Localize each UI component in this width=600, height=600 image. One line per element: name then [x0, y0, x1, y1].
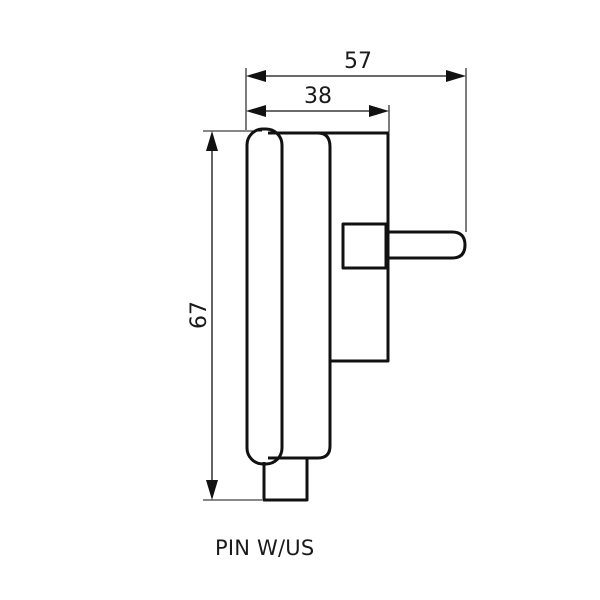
plug-pin	[386, 230, 467, 260]
dimension-height: 67	[187, 131, 218, 500]
dimension-total-depth-label: 57	[344, 49, 372, 74]
dimension-height-label: 67	[187, 301, 212, 329]
plug-outline	[245, 127, 467, 502]
extension-lines	[203, 68, 467, 501]
dimension-total-depth: 57	[246, 49, 466, 82]
dimension-body-depth-label: 38	[304, 84, 332, 109]
cable-strain-relief	[262, 458, 309, 502]
plug-body	[268, 131, 332, 460]
plug-rear-housing	[318, 131, 390, 363]
dimension-body-depth: 38	[246, 84, 389, 117]
plug-front-cap	[245, 127, 284, 466]
pin-collar	[341, 222, 388, 270]
drawing-caption: PIN W/US	[215, 536, 315, 560]
